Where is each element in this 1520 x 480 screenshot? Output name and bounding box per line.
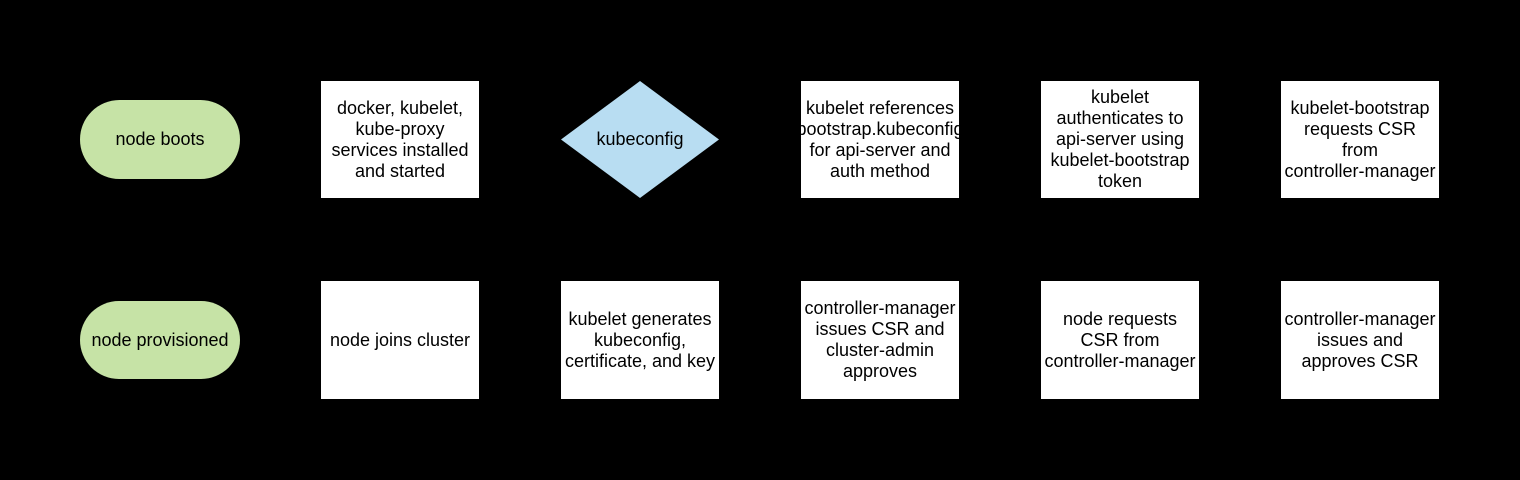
process-kubelet-bootstrap-requests-csr: kubelet-bootstrap requests CSR from cont… [1281,81,1439,198]
shape-label: kubeconfig [596,129,684,149]
decision-kubeconfig: kubeconfig [561,81,719,198]
process-services-installed: docker, kubelet, kube-proxy services ins… [321,81,479,198]
shape-label: docker, kubelet, kube-proxy services ins… [331,97,469,181]
process-cm-issues-csr-admin-approves: controller-manager issues CSR and cluste… [801,281,959,399]
shape-label: controller-manager issues and approves C… [1284,308,1436,371]
process-node-joins-cluster: node joins cluster [321,281,479,399]
shape-label: kubelet authenticates to api-server usin… [1050,87,1190,191]
terminator-node-boots: node boots [80,100,240,179]
shape-label: node provisioned [91,329,229,350]
shape-label: node requests CSR from controller-manage… [1044,308,1196,371]
process-kubelet-authenticates: kubelet authenticates to api-server usin… [1041,81,1199,198]
process-kubelet-references-bootstrap-kubeconfig: kubelet references bootstrap.kubeconfig … [796,81,964,198]
terminator-node-provisioned: node provisioned [80,301,240,379]
process-cm-issues-and-approves-csr: controller-manager issues and approves C… [1281,281,1439,399]
shape-label: kubelet generates kubeconfig, certificat… [564,308,716,371]
shape-label: node joins cluster [329,329,471,350]
shape-label: kubelet references bootstrap.kubeconfig … [796,97,964,181]
shape-label: controller-manager issues CSR and cluste… [804,298,956,381]
shape-label: kubelet-bootstrap requests CSR from cont… [1284,97,1436,181]
shape-label: node boots [115,129,205,149]
process-node-requests-csr: node requests CSR from controller-manage… [1041,281,1199,399]
process-kubelet-generates-kubeconfig: kubelet generates kubeconfig, certificat… [561,281,719,399]
